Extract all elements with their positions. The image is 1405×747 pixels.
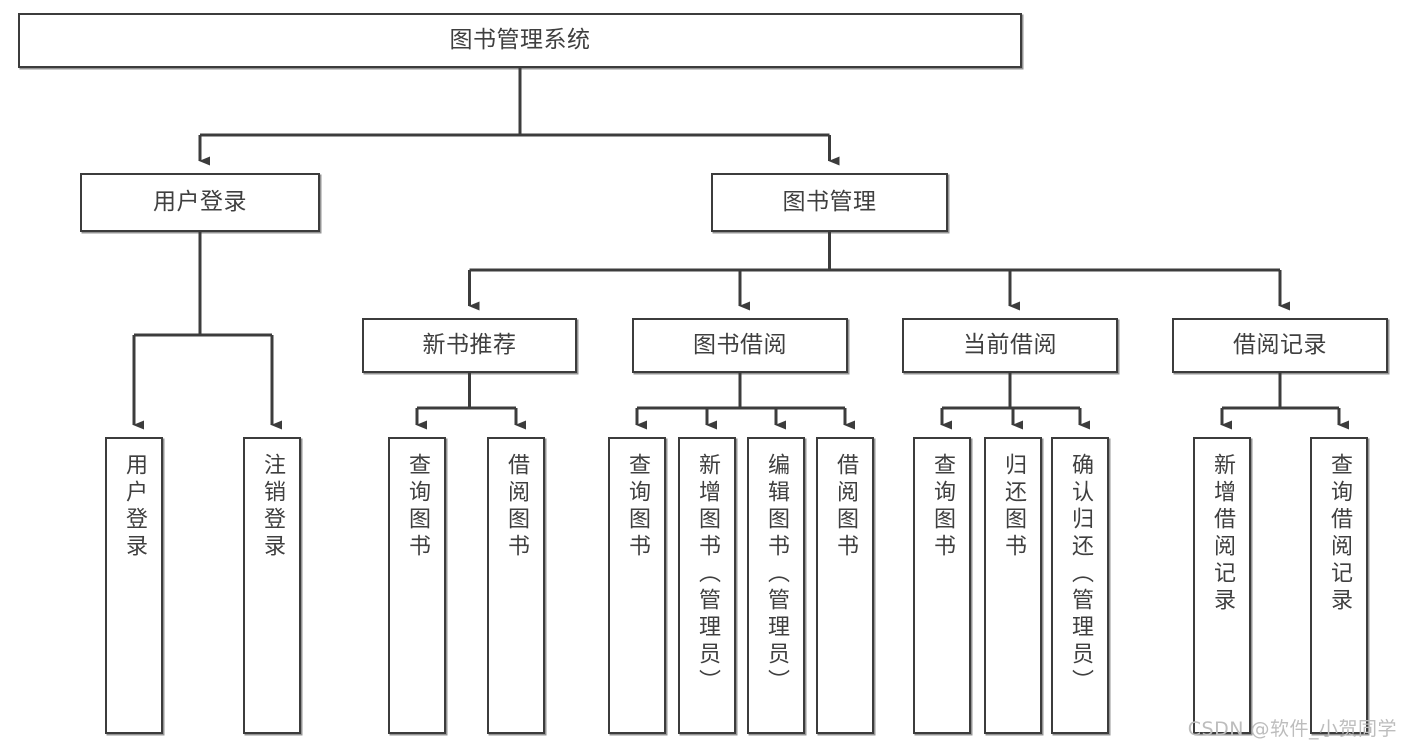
- node-leaf-add-book[interactable]: 新增图书（管理员）: [678, 437, 736, 734]
- node-book-manage[interactable]: 图书管理: [711, 173, 948, 232]
- node-label: 查询图书: [930, 453, 955, 561]
- node-leaf-query-book-1[interactable]: 查询图书: [388, 437, 446, 734]
- node-label: 当前借阅: [963, 332, 1057, 359]
- node-leaf-confirm-return[interactable]: 确认归还（管理员）: [1051, 437, 1109, 734]
- node-root[interactable]: 图书管理系统: [18, 13, 1022, 68]
- node-label: 图书管理: [782, 189, 877, 216]
- node-label: 借阅记录: [1233, 332, 1327, 359]
- node-label: 查询借阅记录: [1327, 453, 1352, 615]
- node-leaf-return-book[interactable]: 归还图书: [984, 437, 1042, 734]
- node-label: 图书管理系统: [449, 27, 591, 54]
- node-label: 借阅图书: [833, 453, 858, 561]
- node-leaf-edit-book[interactable]: 编辑图书（管理员）: [747, 437, 805, 734]
- node-borrow-record[interactable]: 借阅记录: [1172, 318, 1388, 373]
- node-leaf-query-book-3[interactable]: 查询图书: [913, 437, 971, 734]
- node-label: 用户登录: [153, 189, 247, 216]
- node-label: 新增借阅记录: [1210, 453, 1235, 615]
- node-label: 新增图书（管理员）: [695, 453, 720, 696]
- node-label: 注销登录: [260, 453, 285, 561]
- node-current-borrow[interactable]: 当前借阅: [902, 318, 1118, 373]
- node-label: 归还图书: [1001, 453, 1026, 561]
- node-book-borrow[interactable]: 图书借阅: [632, 318, 848, 373]
- node-label: 新书推荐: [422, 332, 517, 359]
- node-label: 编辑图书（管理员）: [764, 453, 789, 696]
- node-label: 查询图书: [405, 453, 430, 561]
- node-leaf-query-book-2[interactable]: 查询图书: [608, 437, 666, 734]
- node-leaf-logout[interactable]: 注销登录: [243, 437, 301, 734]
- node-leaf-user-login[interactable]: 用户登录: [105, 437, 163, 734]
- node-leaf-borrow-book-2[interactable]: 借阅图书: [816, 437, 874, 734]
- node-leaf-add-record[interactable]: 新增借阅记录: [1193, 437, 1251, 734]
- node-label: 图书借阅: [693, 332, 787, 359]
- watermark: CSDN @软件_小贺同学: [1187, 718, 1397, 740]
- node-label: 确认归还（管理员）: [1068, 453, 1093, 696]
- node-user-login[interactable]: 用户登录: [80, 173, 320, 232]
- node-leaf-borrow-book-1[interactable]: 借阅图书: [487, 437, 545, 734]
- node-label: 查询图书: [625, 453, 650, 561]
- node-leaf-query-record[interactable]: 查询借阅记录: [1310, 437, 1368, 734]
- node-label: 借阅图书: [504, 453, 529, 561]
- node-new-book-recommend[interactable]: 新书推荐: [362, 318, 577, 373]
- node-label: 用户登录: [122, 453, 147, 561]
